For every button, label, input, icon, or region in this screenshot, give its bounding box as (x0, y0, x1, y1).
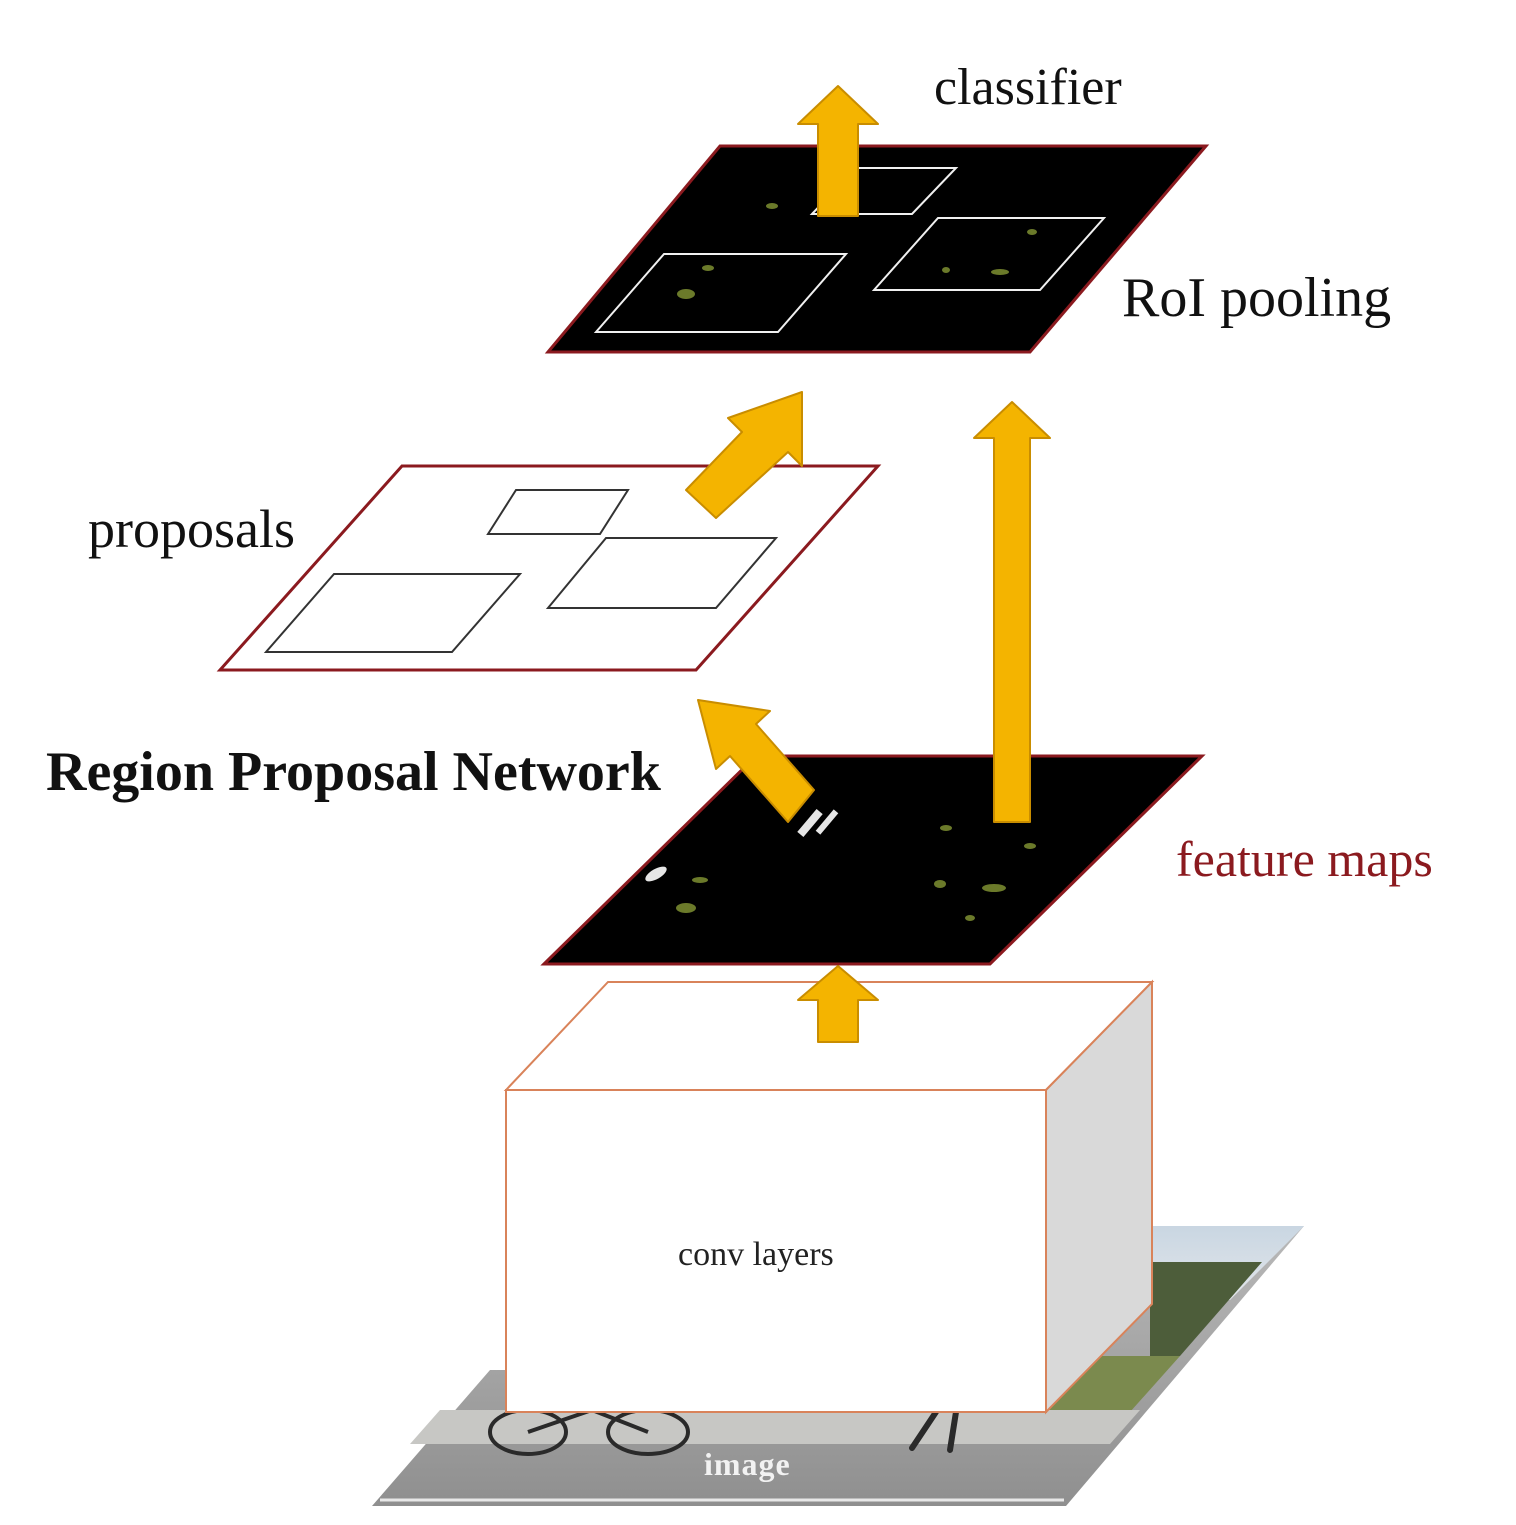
conv-layers-label: conv layers (678, 1236, 834, 1273)
image-label: image (704, 1446, 791, 1482)
classifier-label: classifier (934, 59, 1122, 116)
roi-box-3 (593, 253, 849, 333)
feature-activations (676, 825, 1036, 921)
proposal-box-2 (545, 537, 779, 609)
feature-maps-label: feature maps (1176, 831, 1433, 887)
pedestrian-icon (909, 1409, 959, 1453)
roi-pooling-plane (544, 144, 1210, 354)
roi-pooling-label: RoI pooling (1122, 267, 1392, 329)
rpn-label: Region Proposal Network (46, 741, 661, 803)
proposal-box-1 (486, 489, 630, 535)
image-sidewalk (410, 1410, 1140, 1444)
arrow-up-features-to-roi-icon (973, 401, 1051, 823)
arrow-proposals-to-roi-icon (685, 391, 803, 519)
roi-activations (677, 203, 1037, 299)
roi-map (544, 144, 1210, 354)
feature-map (540, 754, 1206, 966)
proposals-plane (216, 464, 882, 672)
conv-layers-block (503, 979, 1155, 1415)
conv-box-front (505, 1089, 1047, 1413)
arrow-up-to-classifier-icon (797, 85, 879, 217)
roi-box-2 (871, 217, 1107, 291)
feature-highlights (645, 808, 839, 882)
proposal-box-3 (263, 573, 523, 653)
arrow-features-to-rpn-icon (697, 699, 815, 823)
arrows (685, 85, 1051, 1043)
image-trees (1150, 1262, 1262, 1356)
proposal-map (216, 464, 882, 672)
arrow-up-conv-to-features-icon (797, 965, 879, 1043)
proposals-label: proposals (88, 499, 295, 559)
feature-maps-plane (540, 754, 1206, 966)
